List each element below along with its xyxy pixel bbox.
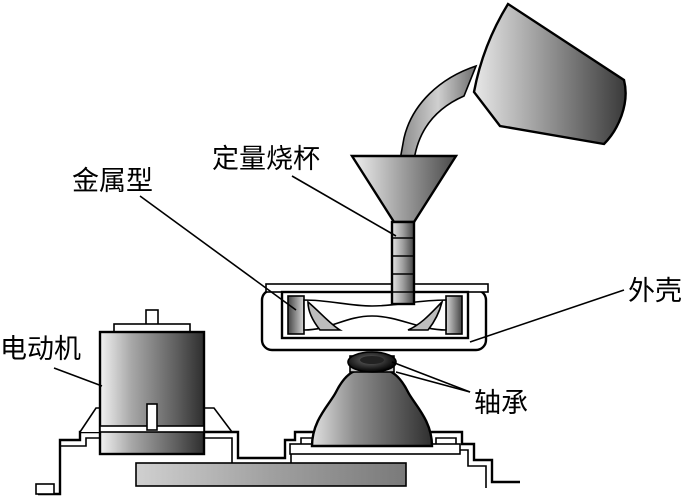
base-plate bbox=[136, 463, 406, 486]
bearing bbox=[348, 352, 396, 372]
leader-motor bbox=[54, 368, 102, 386]
motor-shaft-slot bbox=[147, 404, 157, 430]
leader-mold bbox=[140, 196, 296, 310]
mold-wall-left bbox=[288, 296, 304, 334]
dome-body bbox=[312, 368, 432, 446]
label-motor: 电动机 bbox=[0, 334, 81, 365]
bearing-inner bbox=[360, 356, 384, 364]
label-mold: 金属型 bbox=[72, 166, 153, 197]
molten-stream bbox=[400, 66, 476, 160]
metal-mold bbox=[282, 292, 468, 338]
motor-body bbox=[100, 332, 204, 454]
shell-lid bbox=[266, 284, 488, 292]
ladle-cup bbox=[474, 4, 626, 144]
pouring-ladle bbox=[400, 4, 626, 160]
foot-left bbox=[36, 484, 54, 494]
funnel bbox=[352, 156, 456, 304]
mold-wall-right bbox=[446, 296, 462, 334]
label-shell: 外壳 bbox=[628, 276, 682, 307]
label-bearing: 轴承 bbox=[474, 388, 528, 419]
funnel-cone bbox=[352, 156, 456, 222]
label-beaker: 定量烧杯 bbox=[212, 144, 320, 175]
leader-shell bbox=[470, 290, 624, 342]
